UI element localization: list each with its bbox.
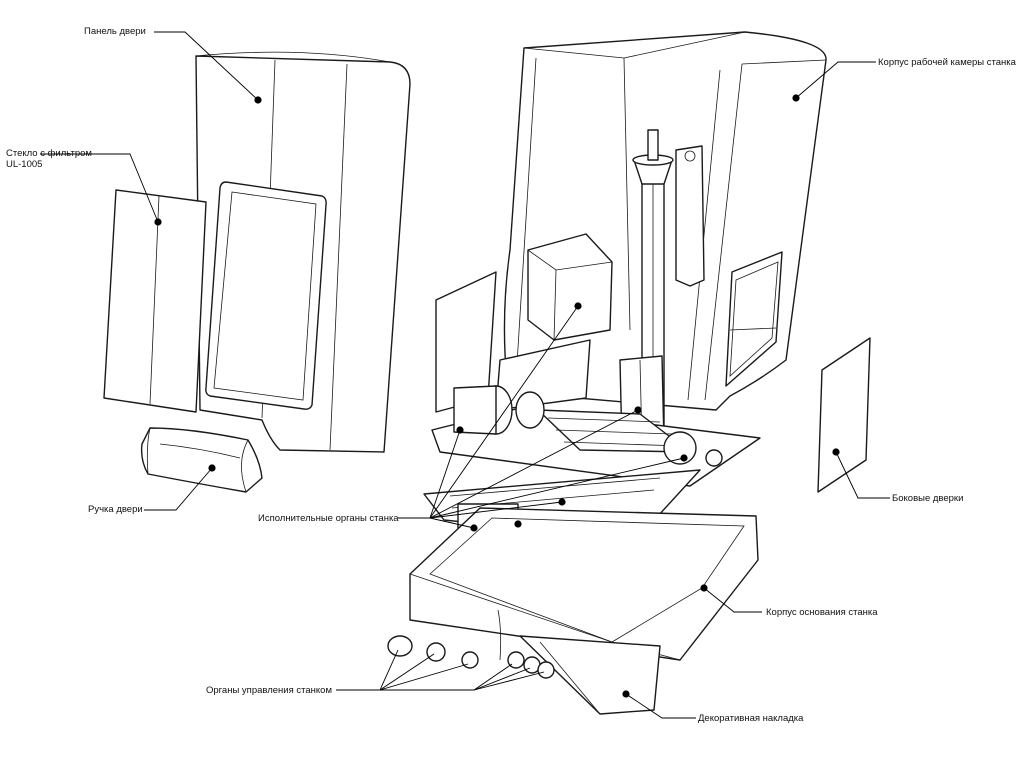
control-knobs xyxy=(387,635,555,679)
label-controls: Органы управления станком xyxy=(206,685,332,696)
label-decorative-trim: Декоративная накладка xyxy=(698,713,804,724)
dust-box xyxy=(495,233,613,411)
label-work-chamber-body: Корпус рабочей камеры станка xyxy=(878,57,1016,68)
door-handle xyxy=(140,427,263,493)
label-door-handle: Ручка двери xyxy=(88,504,143,515)
base-body xyxy=(409,507,759,665)
label-door-panel: Панель двери xyxy=(84,26,146,37)
leader-lines xyxy=(40,31,890,719)
label-base-body: Корпус основания станка xyxy=(766,607,878,618)
right-side-door xyxy=(817,337,871,493)
label-actuators: Исполнительные органы станка xyxy=(258,513,399,524)
label-glass-filter: Стекло с фильтром UL-1005 xyxy=(6,148,92,170)
callout-dots xyxy=(154,94,840,698)
door-panel xyxy=(195,51,411,453)
label-side-doors: Боковые дверки xyxy=(892,493,964,504)
glass-filter xyxy=(103,189,207,413)
